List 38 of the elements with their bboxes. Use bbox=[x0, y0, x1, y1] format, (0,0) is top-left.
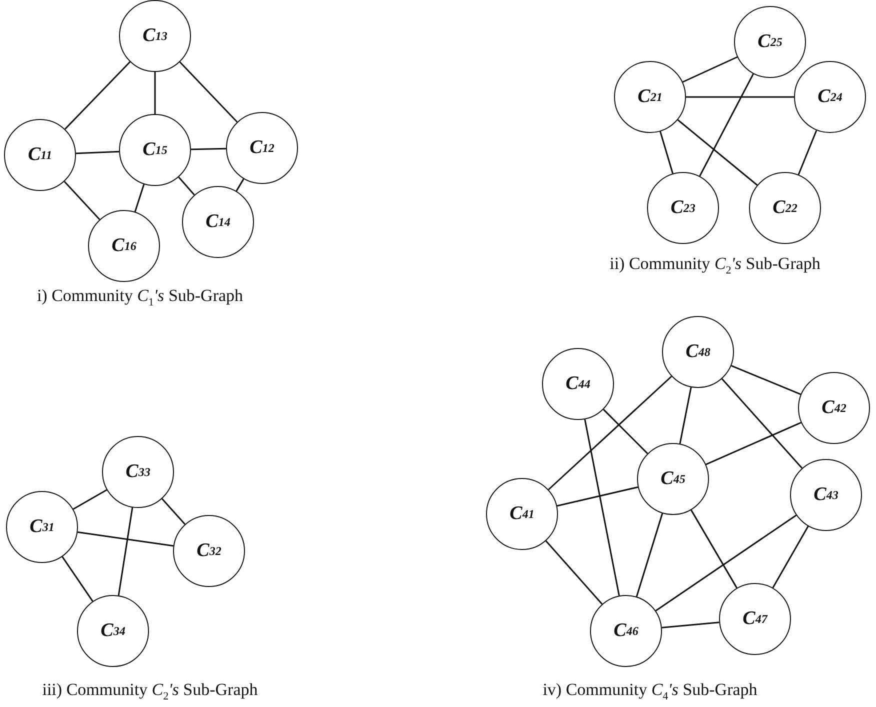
edge-line bbox=[62, 556, 94, 602]
subgraph-caption: iii) Community C$_{2}$'s Sub-Graph bbox=[42, 680, 258, 702]
edge-line bbox=[190, 148, 226, 150]
edge-line bbox=[584, 419, 620, 596]
edge-line bbox=[699, 74, 754, 176]
subgraph-caption: iv) Community C$_{4}$'s Sub-Graph bbox=[542, 680, 758, 702]
edge-line bbox=[64, 61, 131, 130]
subgraph-caption: i) Community C$_{1}$'s Sub-Graph bbox=[36, 286, 244, 308]
edge-line bbox=[721, 378, 803, 469]
edge-line bbox=[548, 376, 672, 490]
edge-line bbox=[679, 387, 692, 444]
edge-line bbox=[798, 130, 818, 175]
edge-line bbox=[636, 513, 664, 597]
edge-line bbox=[134, 184, 145, 212]
edge-line bbox=[236, 178, 244, 192]
edge-line bbox=[78, 531, 174, 547]
edge-line bbox=[179, 62, 238, 122]
edge-line bbox=[72, 489, 108, 510]
subgraph-caption: ii) Community C$_{2}$'s Sub-Graph bbox=[610, 254, 820, 276]
edge-line bbox=[602, 408, 648, 454]
edge-line bbox=[178, 176, 195, 196]
edge-line bbox=[662, 622, 720, 628]
edge-line bbox=[690, 510, 738, 588]
edge-line bbox=[556, 486, 638, 507]
edge-line bbox=[76, 150, 120, 154]
edge-line bbox=[154, 72, 156, 114]
edge-line bbox=[772, 526, 809, 588]
edge-line bbox=[682, 56, 738, 83]
edge-line bbox=[660, 131, 674, 174]
edge-line bbox=[162, 498, 186, 525]
edge-line bbox=[706, 422, 802, 466]
edge-line bbox=[545, 540, 603, 605]
edge-line bbox=[731, 365, 801, 395]
edge-line bbox=[686, 96, 794, 98]
edge-line bbox=[655, 514, 797, 612]
edge-line bbox=[64, 180, 100, 220]
edge-line bbox=[118, 507, 134, 596]
edge-line bbox=[677, 119, 758, 186]
